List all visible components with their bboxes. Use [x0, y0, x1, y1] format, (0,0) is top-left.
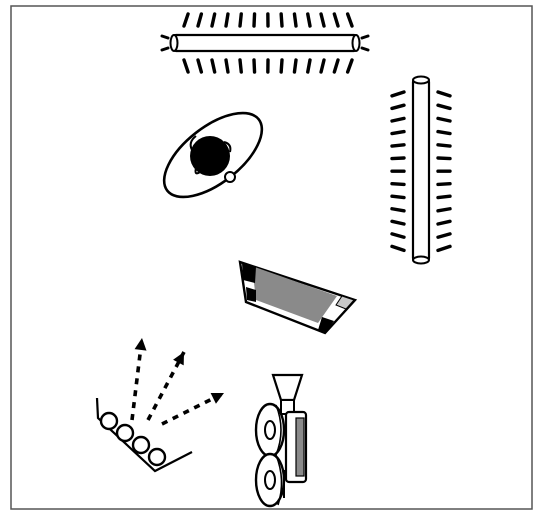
lamp-ray [438, 118, 450, 121]
rollers-with-arrows-icon [97, 338, 224, 471]
roller-3 [133, 437, 149, 453]
lamp-ray [254, 14, 255, 26]
lamp-ray [226, 14, 228, 26]
lamp-ray [438, 132, 450, 134]
lamp-ray [438, 158, 450, 159]
sphere-satellite [225, 172, 235, 182]
vertical-tube-lamp-icon [392, 77, 450, 264]
film-reel-top-hub [265, 421, 275, 439]
lamp-ray [392, 158, 404, 159]
orbiting-sphere-icon [150, 97, 276, 213]
lamp-ray [308, 60, 310, 72]
lamp-ray [362, 36, 368, 38]
lamp-ray [240, 60, 241, 72]
lamp-ray [162, 48, 168, 50]
lamp-ray [392, 184, 404, 185]
horizontal-tube [172, 35, 358, 51]
lamp-ray [334, 14, 338, 26]
film-reel-bottom-hub [265, 471, 275, 489]
horizontal-tube-left-cap [171, 35, 178, 51]
roller-2 [117, 425, 133, 441]
lamp-ray [392, 118, 404, 121]
lamp-ray [392, 234, 404, 237]
lamp-ray [226, 60, 228, 72]
lamp-ray [162, 36, 168, 38]
lamp-ray [438, 221, 450, 224]
lamp-ray [392, 92, 404, 96]
lamp-ray [438, 246, 450, 250]
lamp-ray [308, 14, 310, 26]
lamp-ray [438, 209, 450, 211]
camera-side-panel [296, 418, 304, 476]
lamp-ray [212, 14, 215, 26]
lamp-ray [240, 14, 241, 26]
lamp-ray [392, 132, 404, 134]
filtered-panel-icon [240, 262, 355, 333]
lamp-ray [438, 105, 450, 108]
dashed-arrow-shaft [132, 338, 142, 420]
lamp-ray [254, 60, 255, 72]
vertical-tube-bottom-cap [413, 257, 429, 264]
lamp-ray [392, 209, 404, 211]
film-reel-camera-icon [256, 375, 306, 506]
lamp-ray [348, 14, 352, 26]
lamp-ray [334, 60, 338, 72]
lamp-ray [362, 48, 368, 50]
lamp-ray [392, 221, 404, 224]
lamp-ray [281, 14, 282, 26]
horizontal-tube-lamp-icon [162, 14, 368, 72]
lamp-ray [392, 246, 404, 250]
lamp-ray [392, 145, 404, 146]
dashed-arrow-head [135, 338, 147, 351]
roller-4 [149, 449, 165, 465]
lamp-ray [294, 14, 296, 26]
dashed-arrows [132, 338, 224, 424]
lamp-ray [184, 14, 188, 26]
lamp-ray [348, 60, 352, 72]
camera-viewfinder [273, 375, 302, 400]
lamp-ray [212, 60, 215, 72]
lamp-ray [184, 60, 188, 72]
lamp-ray [198, 60, 201, 72]
horizontal-tube-right-cap [353, 35, 360, 51]
lamp-ray [438, 145, 450, 146]
dashed-arrow-head [211, 393, 224, 404]
lamp-ray [392, 196, 404, 197]
lamp-ray [438, 92, 450, 96]
lamp-ray [321, 60, 324, 72]
lamp-ray [281, 60, 282, 72]
lamp-ray [438, 184, 450, 185]
lamp-ray [438, 234, 450, 237]
vertical-tube-top-cap [413, 77, 429, 84]
vertical-tube [413, 78, 429, 262]
lamp-ray [294, 60, 296, 72]
lamp-ray [198, 14, 201, 26]
lamp-ray [321, 14, 324, 26]
lamp-ray [392, 105, 404, 108]
roller-1 [101, 413, 117, 429]
lamp-ray [438, 196, 450, 197]
roller-tray [97, 398, 192, 471]
